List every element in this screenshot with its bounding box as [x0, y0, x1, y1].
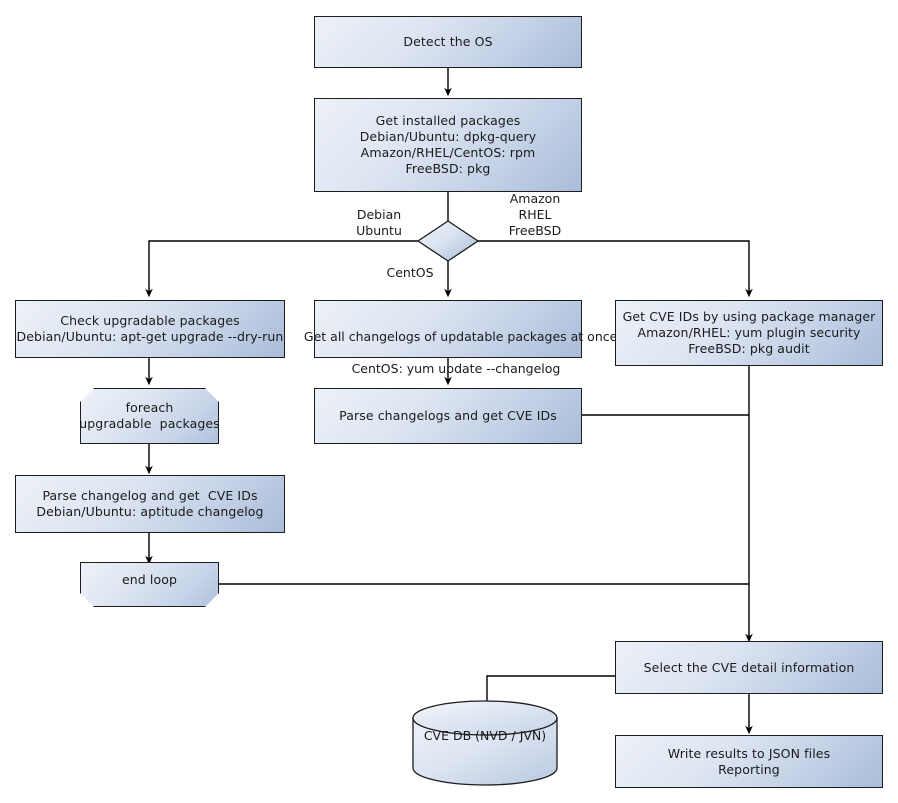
node-get-all-changelogs-text: Get all changelogs of updatable packages… [288, 313, 617, 393]
node-detect-os[interactable]: Detect the OS [314, 16, 582, 68]
node-write-results[interactable]: Write results to JSON files Reporting [615, 735, 883, 788]
node-get-cve-ids-line2: Amazon/RHEL: yum plugin security [637, 325, 861, 340]
node-parse-changelogs-centos-label: Parse changelogs and get CVE IDs [339, 408, 557, 423]
node-detect-os-label: Detect the OS [403, 34, 493, 49]
node-select-cve-detail-label: Select the CVE detail information [643, 659, 855, 675]
node-check-upgradable-packages[interactable]: Check upgradable packages Debian/Ubuntu:… [15, 300, 285, 358]
edge-db-to-select [486, 675, 615, 709]
edge-decision-left [145, 240, 418, 298]
cve-database-cylinder-shape [412, 700, 558, 786]
node-get-installed-packages-line2: Debian/Ubuntu: dpkg-query [359, 129, 537, 144]
node-write-results-line2: Reporting [718, 761, 780, 777]
node-get-all-changelogs-line1: Get all changelogs of updatable packages… [303, 329, 618, 344]
node-select-cve-detail[interactable]: Select the CVE detail information [615, 641, 883, 694]
node-end-loop[interactable]: end loop [80, 562, 219, 607]
node-get-installed-packages-line4: FreeBSD: pkg [405, 161, 491, 176]
node-check-upgradable-line2: Debian/Ubuntu: apt-get upgrade --dry-run [16, 329, 284, 344]
node-get-cve-ids-package-manager[interactable]: Get CVE IDs by using package manager Ama… [615, 300, 883, 366]
node-write-results-line1: Write results to JSON files [667, 745, 831, 761]
node-get-all-changelogs[interactable] [314, 300, 582, 358]
node-end-loop-label: end loop [121, 571, 178, 587]
edge-label-debian-ubuntu: Debian Ubuntu [356, 207, 402, 238]
edge-label-amazon-rhel-freebsd: Amazon RHEL FreeBSD [508, 191, 562, 238]
node-foreach-loop-start[interactable]: foreach upgradable packages [80, 388, 219, 444]
node-get-all-changelogs-line2: CentOS: yum update --changelog [351, 361, 561, 376]
decision-diamond-shape [416, 220, 480, 262]
edge-decision-right [478, 240, 753, 298]
edge-label-centos: CentOS [386, 265, 434, 280]
node-get-cve-ids-line1: Get CVE IDs by using package manager [622, 309, 876, 324]
node-get-installed-packages[interactable]: Get installed packages Debian/Ubuntu: dp… [314, 98, 582, 192]
node-foreach-line1: foreach [125, 400, 174, 415]
node-get-cve-ids-line3: FreeBSD: pkg audit [688, 341, 810, 356]
node-check-upgradable-line1: Check upgradable packages [60, 313, 240, 328]
node-parse-changelogs-centos[interactable]: Parse changelogs and get CVE IDs [314, 388, 582, 444]
node-get-installed-packages-line3: Amazon/RHEL/CentOS: rpm [360, 145, 536, 160]
node-cve-database-label: CVE DB (NVD / JVN) [423, 728, 547, 743]
node-get-installed-packages-line1: Get installed packages [375, 113, 521, 128]
node-parse-changelog-debian[interactable]: Parse changelog and get CVE IDs Debian/U… [15, 475, 285, 533]
node-foreach-line2: upgradable packages [79, 416, 220, 431]
node-parse-changelog-debian-line1: Parse changelog and get CVE IDs [42, 488, 258, 503]
node-parse-changelog-debian-line2: Debian/Ubuntu: aptitude changelog [36, 504, 264, 519]
